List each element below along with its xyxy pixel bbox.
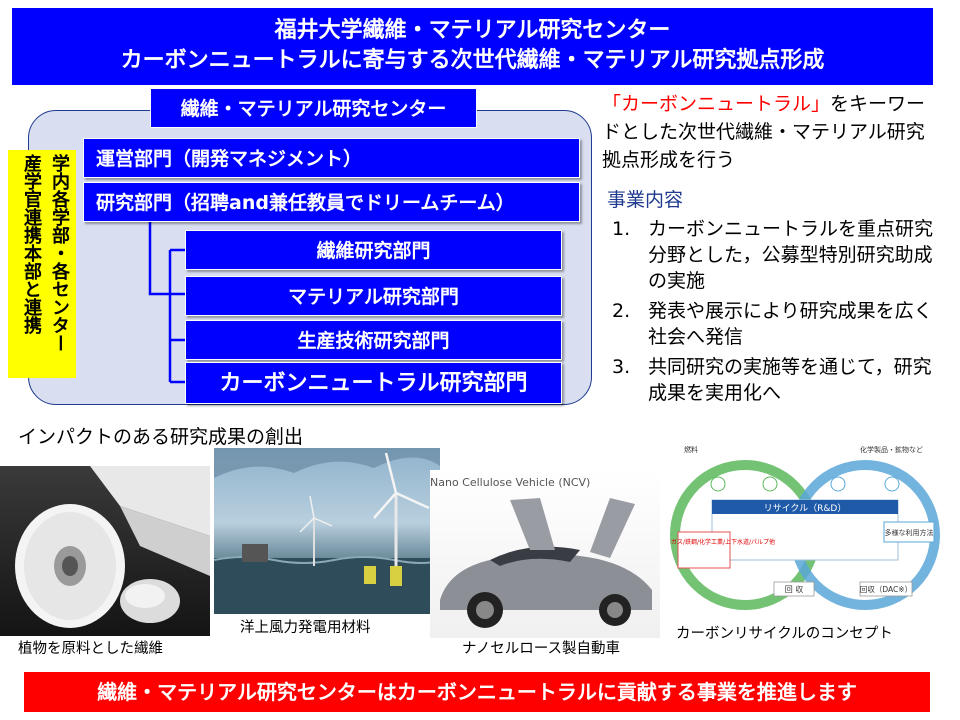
- header-subtitle: カーボンニュートラルに寄与する次世代繊維・マテリアル研究拠点形成: [120, 48, 825, 73]
- cycle-multi-label: 多様な利用方法: [885, 528, 934, 537]
- car-caption: ナノセルロース製自動車: [462, 641, 621, 657]
- cycle-source-label: 火力発電/都市ガス/鉄鋼/化学工業/上下水道/パルプ他: [670, 538, 775, 546]
- header-title: 福井大学繊維・マテリアル研究センター: [274, 18, 671, 43]
- fiber-photo: [0, 466, 210, 636]
- subdept-production: 生産技術研究部門: [185, 320, 562, 360]
- item-text: カーボンニュートラルを重点研究分野とした，公募型特別研究助成の実施: [648, 218, 934, 292]
- subdept-fiber: 繊維研究部門: [185, 230, 562, 270]
- cycle-recovery-label: 回 収: [785, 584, 804, 594]
- footer-banner: 繊維・マテリアル研究センターはカーボンニュートラルに貢献する事業を推進します: [24, 672, 930, 712]
- business-title: 事業内容: [607, 189, 684, 211]
- carbon-recycle-diagram: リサイクル（R&D） 火力発電/都市ガス/鉄鋼/化学工業/上下水道/パルプ他 多…: [670, 440, 940, 630]
- subdept-carbon-neutral: カーボンニュートラル研究部門: [185, 362, 562, 404]
- cycle-dac-label: 回収（DAC※）: [860, 585, 912, 594]
- org-connectors: [148, 222, 185, 384]
- fiber-caption: 植物を原料とした繊維: [18, 641, 163, 657]
- cycle-fuel-label: 燃料: [684, 445, 698, 454]
- business-item: 3. 共同研究の実施等を通じて，研究成果を実用化へ: [612, 354, 942, 406]
- wind-photo: [214, 448, 440, 614]
- car-photo: Nano Cellulose Vehicle (NCV): [430, 470, 660, 638]
- item-number: 3.: [612, 356, 631, 378]
- business-list: 1. カーボンニュートラルを重点研究分野とした，公募型特別研究助成の実施 2. …: [612, 216, 942, 410]
- recycle-label: リサイクル（R&D）: [764, 503, 847, 514]
- item-text: 発表や展示により研究成果を広く社会へ発信: [648, 300, 933, 348]
- wind-caption: 洋上風力発電用材料: [240, 620, 371, 636]
- fiber-illustration: [15, 466, 210, 628]
- impact-heading: インパクトのある研究成果の創出: [18, 426, 304, 448]
- liaison-text-col1: 学内各学部・各センター: [49, 154, 70, 352]
- center-title: 繊維・マテリアル研究センター: [150, 88, 477, 128]
- intro-rest: をキーワードとした次世代繊維・マテリアル研究拠点形成を行う: [602, 93, 926, 171]
- recycle-illustration: リサイクル（R&D） 火力発電/都市ガス/鉄鋼/化学工業/上下水道/パルプ他 多…: [670, 445, 940, 610]
- item-number: 1.: [612, 218, 631, 240]
- wind-illustration: [214, 448, 440, 614]
- intro-keyword: 「カーボンニュートラル」: [602, 93, 831, 115]
- intro-text: 「カーボンニュートラル」をキーワードとした次世代繊維・マテリアル研究拠点形成を行…: [602, 90, 932, 174]
- car-label: Nano Cellulose Vehicle (NCV): [430, 476, 591, 489]
- car-illustration: [440, 498, 652, 628]
- business-item: 2. 発表や展示により研究成果を広く社会へ発信: [612, 298, 942, 350]
- business-item: 1. カーボンニュートラルを重点研究分野とした，公募型特別研究助成の実施: [612, 216, 942, 294]
- liaison-box: 学内各学部・各センター 産学官連携本部と連携: [8, 150, 76, 378]
- item-number: 2.: [612, 300, 631, 322]
- item-text: 共同研究の実施等を通じて，研究成果を実用化へ: [648, 356, 932, 404]
- dept-operations: 運営部門（開発マネジメント）: [83, 138, 580, 178]
- connector-main: [148, 222, 185, 296]
- dept-research: 研究部門（招聘and兼任教員でドリームチーム）: [83, 182, 580, 222]
- cycle-chem-label: 化学製品・鉱物など: [860, 445, 923, 454]
- liaison-text-col2: 産学官連携本部と連携: [21, 154, 42, 334]
- cycle-caption: カーボンリサイクルのコンセプト: [676, 626, 893, 642]
- page-header: 福井大学繊維・マテリアル研究センター カーボンニュートラルに寄与する次世代繊維・…: [12, 8, 933, 85]
- subdept-material: マテリアル研究部門: [185, 276, 562, 316]
